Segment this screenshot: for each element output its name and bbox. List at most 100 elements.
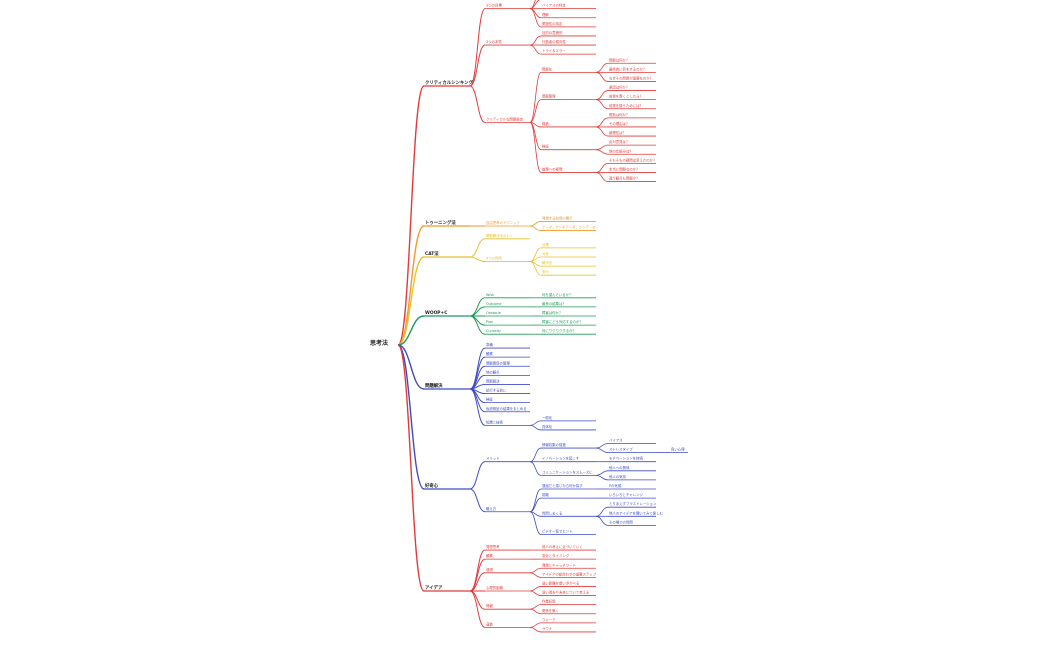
node-label[interactable]: 反対意見は？ (609, 139, 629, 144)
node-label[interactable]: とりあえずフラストレーション (609, 501, 657, 506)
node-label[interactable]: コミュニケーションをスムーズに (542, 469, 593, 474)
node-label[interactable]: そもそもの疑問は変えたのか？ (609, 157, 656, 162)
node-label[interactable]: 理解 (542, 12, 549, 17)
node-label[interactable]: 検証 (542, 144, 549, 149)
node-label[interactable]: 作業記憶 (542, 599, 556, 604)
node-label[interactable]: 質問しまくる (542, 510, 562, 515)
branch-label[interactable]: トゥーニング法 (425, 219, 456, 226)
node-label[interactable]: 違う観点も問題か？ (609, 176, 640, 181)
node-label[interactable]: 3つの目標 (486, 3, 502, 8)
node-label[interactable]: 前提を疑うためには？ (609, 103, 643, 108)
node-label[interactable]: 観察 (486, 553, 493, 558)
node-label[interactable]: 遠い距離を想い浮かべる (542, 580, 579, 585)
node-label[interactable]: 退屈だと感じたら何か探す (542, 483, 583, 488)
node-label[interactable]: 情報 (486, 603, 493, 608)
node-label[interactable]: Outcome (486, 302, 501, 306)
node-label[interactable]: 3つの本質 (486, 39, 502, 44)
node-label[interactable]: 運動 (486, 621, 493, 626)
node-label[interactable]: ビデオ一覧でヒント (542, 529, 573, 534)
node-label[interactable]: 挑戦 (542, 492, 549, 497)
node-label[interactable]: Curiosity (486, 329, 501, 333)
node-label[interactable]: 障害にどう対応するのか？ (542, 319, 583, 324)
node-label[interactable]: 障害は何か？ (542, 310, 562, 315)
node-label[interactable]: Plan (486, 320, 493, 324)
node-label[interactable]: 試行する前に (486, 388, 507, 393)
node-label[interactable]: 論理への疑問 (542, 166, 563, 171)
node-label[interactable]: 一般化 (542, 415, 553, 420)
node-label[interactable]: 行動者の傾向性 (542, 39, 566, 44)
branch-label[interactable]: 好奇心 (424, 482, 439, 489)
node-label[interactable]: イノベーションを起こす (542, 456, 580, 461)
node-label[interactable]: Wish (486, 293, 494, 297)
node-label[interactable]: その場での質問 (609, 519, 633, 524)
node-label[interactable]: クリティカルな問題設定 (486, 116, 524, 121)
node-label[interactable]: 何にワクワクするか？ (542, 328, 576, 333)
node-label[interactable]: 問題は何か？ (609, 57, 629, 62)
node-label[interactable]: 知識と技術 (486, 419, 504, 424)
node-label[interactable]: 他人のアイデアを聞いてみて楽しむ (609, 510, 664, 515)
node-label[interactable]: モチベーションを持続 (609, 456, 643, 461)
node-label[interactable]: バイアス (609, 438, 623, 443)
branch-label[interactable]: アイデア (425, 584, 443, 591)
node-label[interactable]: 分析 (542, 251, 549, 256)
node-label[interactable]: 準備 (486, 342, 493, 347)
node-label[interactable]: 原因は何か？ (609, 85, 629, 90)
node-label[interactable]: 問題解決 (486, 378, 500, 383)
node-label[interactable]: 関連性の特定 (542, 21, 563, 26)
node-label[interactable]: Obstacle (486, 311, 501, 315)
branch-label[interactable]: クリティカルシンキング (425, 79, 474, 86)
node-label[interactable]: 構造 (542, 121, 549, 126)
node-label[interactable]: Pの気候 (609, 483, 622, 488)
branch-label[interactable]: 問題解決 (425, 382, 443, 389)
node-label[interactable]: 連想 (486, 567, 493, 572)
node-label[interactable]: 関係を築く (542, 608, 559, 613)
node-label[interactable]: バイアスの特定 (542, 3, 566, 8)
node-label[interactable]: 自由思考のテクニック (486, 220, 520, 225)
node-label[interactable]: 最良の結果は？ (542, 301, 566, 306)
node-label[interactable]: ストレスタイプ (609, 447, 633, 452)
node-label[interactable]: 他の観点 (486, 369, 500, 374)
node-label[interactable]: 他人の気持 (609, 474, 627, 479)
node-label[interactable]: 問題化 (542, 66, 553, 71)
node-label[interactable]: 発想とキャッチワード (542, 562, 576, 567)
node-label[interactable]: 他人への興味 (609, 465, 630, 470)
root-node[interactable]: 思考法 (370, 339, 388, 347)
node-label[interactable]: 鍛え方 (486, 506, 497, 511)
branch-label[interactable]: CAT法 (425, 250, 439, 257)
node-label[interactable]: 観察 (486, 351, 493, 356)
node-label[interactable]: その理由は？ (609, 121, 629, 126)
node-label[interactable]: 具体化 (542, 424, 553, 429)
node-label[interactable]: 心理的距離 (486, 585, 504, 590)
node-label[interactable]: 遠い過去や未来について考える (542, 590, 589, 595)
node-label[interactable]: 良い心理 (671, 447, 685, 452)
node-label[interactable]: 最終的に何をするのか？ (609, 66, 646, 71)
node-label[interactable]: サウナ (542, 626, 553, 631)
node-label[interactable]: メリット (486, 457, 500, 461)
branch-label[interactable]: WOOP+C (425, 310, 447, 316)
node-label[interactable]: 仮説検証の結果をまとめる (486, 406, 527, 411)
node-label[interactable]: 情報収集の促進 (542, 442, 566, 447)
node-label[interactable]: トライ＆エラー (542, 48, 566, 53)
node-label[interactable]: 発想思考 (486, 544, 500, 549)
node-label[interactable]: 本当に問題なのか？ (609, 166, 640, 171)
node-label[interactable]: 何を望んでいるか？ (542, 292, 572, 297)
node-label[interactable]: 検証 (486, 397, 493, 402)
node-label[interactable]: なぜその問題が重要なのか？ (609, 75, 653, 80)
node-label[interactable]: 他人の考えに近づいていく (542, 544, 583, 549)
node-label[interactable]: 目的の意識的 (542, 30, 563, 35)
node-label[interactable]: 前提を置くとしたら？ (609, 94, 643, 99)
node-label[interactable]: 変化とタイミング (542, 553, 570, 558)
node-label[interactable]: ウォーク (542, 617, 556, 622)
node-label[interactable]: 他の仕組みは？ (609, 148, 633, 153)
node-label[interactable]: 4つの質問 (486, 256, 502, 261)
node-label[interactable]: 論理性は？ (609, 130, 626, 135)
node-label[interactable]: 問題解決法の1つ (486, 233, 513, 238)
node-label[interactable]: 解決法 (542, 260, 553, 265)
node-label[interactable]: 問題関係の整理 (486, 360, 510, 365)
node-label[interactable]: 根拠は何か？ (609, 112, 629, 117)
node-label[interactable]: 問題整理 (542, 94, 556, 99)
node-label[interactable]: 発想する前提の開示 (542, 215, 573, 220)
node-label[interactable]: アイデアの組合わせの重要ステップ (542, 571, 597, 576)
node-label[interactable]: 目標 (542, 242, 549, 247)
node-label[interactable]: いろいろとチャレンジ (609, 492, 643, 497)
